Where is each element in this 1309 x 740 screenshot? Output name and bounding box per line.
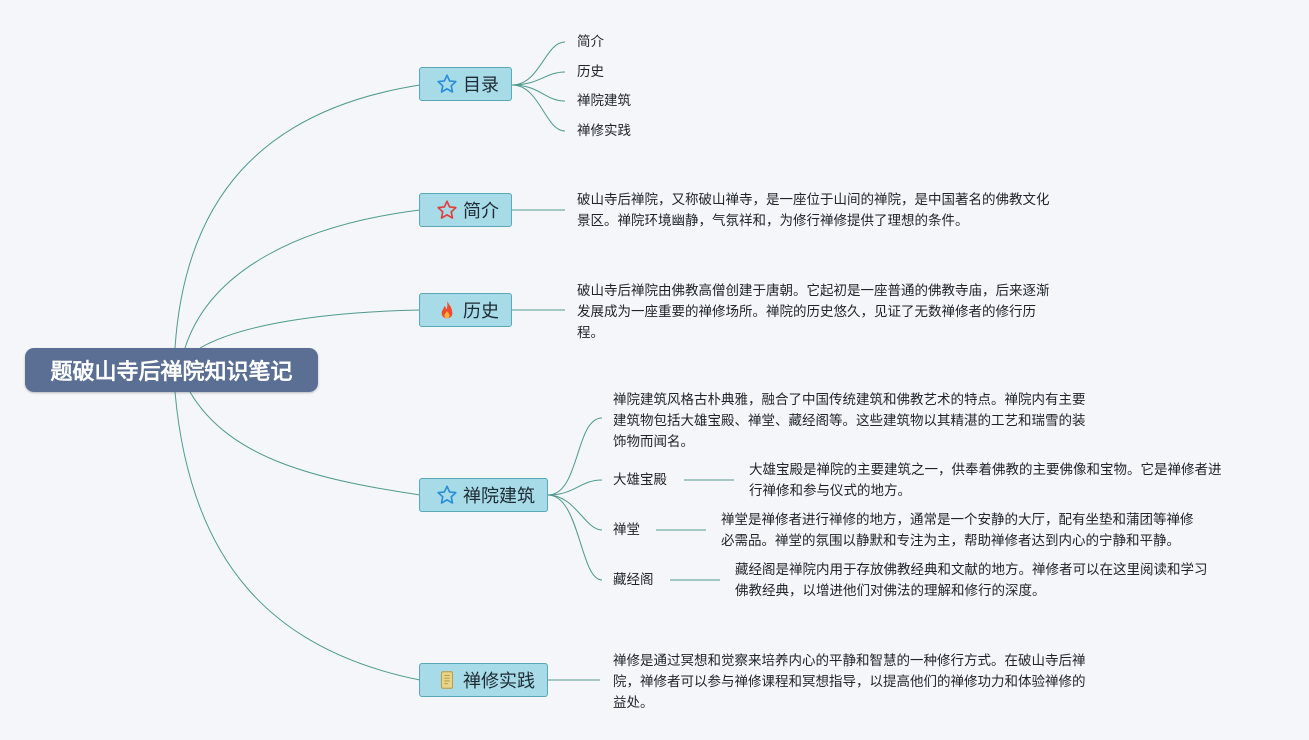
branch-practice[interactable]: 禅修实践 bbox=[419, 663, 548, 697]
hall-description: 藏经阁是禅院内用于存放佛教经典和文献的地方。禅修者可以在这里阅读和学习 佛教经典… bbox=[735, 562, 1208, 599]
toc-item[interactable]: 禅院建筑 bbox=[577, 93, 631, 109]
intro-text: 破山寺后禅院，又称破山禅寺，是一座位于山间的禅院，是中国著名的佛教文化 景区。禅… bbox=[577, 192, 1050, 229]
hall-description: 大雄宝殿是禅院的主要建筑之一，供奉着佛教的主要佛像和宝物。它是禅修者进 行禅修和… bbox=[749, 462, 1222, 499]
branch-label: 禅院建筑 bbox=[463, 486, 535, 507]
branch-intro[interactable]: 简介 bbox=[419, 193, 512, 227]
toc-item[interactable]: 历史 bbox=[577, 64, 604, 80]
branch-label: 历史 bbox=[463, 301, 499, 322]
star-outline-icon bbox=[436, 199, 458, 221]
hall-name[interactable]: 大雄宝殿 bbox=[613, 472, 667, 488]
branch-label: 简介 bbox=[463, 201, 499, 222]
practice-text: 禅修是通过冥想和觉察来培养内心的平静和智慧的一种修行方式。在破山寺后禅 院，禅修… bbox=[613, 653, 1086, 711]
branch-toc[interactable]: 目录 bbox=[419, 67, 512, 101]
branch-label: 禅修实践 bbox=[463, 671, 535, 692]
toc-item[interactable]: 简介 bbox=[577, 34, 604, 50]
root-title: 题破山寺后禅院知识笔记 bbox=[50, 360, 293, 385]
branch-architecture[interactable]: 禅院建筑 bbox=[419, 478, 548, 512]
star-outline-icon bbox=[436, 484, 458, 506]
history-text: 破山寺后禅院由佛教高僧创建于唐朝。它起初是一座普通的佛教寺庙，后来逐渐 发展成为… bbox=[577, 283, 1050, 341]
toc-item[interactable]: 禅修实践 bbox=[577, 123, 631, 139]
architecture-summary: 禅院建筑风格古朴典雅，融合了中国传统建筑和佛教艺术的特点。禅院内有主要 建筑物包… bbox=[613, 392, 1086, 450]
star-outline-icon bbox=[436, 73, 458, 95]
root-topic[interactable]: 题破山寺后禅院知识笔记 bbox=[25, 348, 318, 392]
branch-history[interactable]: 历史 bbox=[419, 293, 512, 327]
fire-icon bbox=[436, 299, 458, 321]
branch-label: 目录 bbox=[463, 75, 499, 96]
hall-description: 禅堂是禅修者进行禅修的地方，通常是一个安静的大厅，配有坐垫和蒲团等禅修 必需品。… bbox=[721, 512, 1194, 549]
hall-name[interactable]: 藏经阁 bbox=[613, 572, 654, 588]
scroll-icon bbox=[436, 669, 458, 691]
hall-name[interactable]: 禅堂 bbox=[613, 522, 640, 538]
